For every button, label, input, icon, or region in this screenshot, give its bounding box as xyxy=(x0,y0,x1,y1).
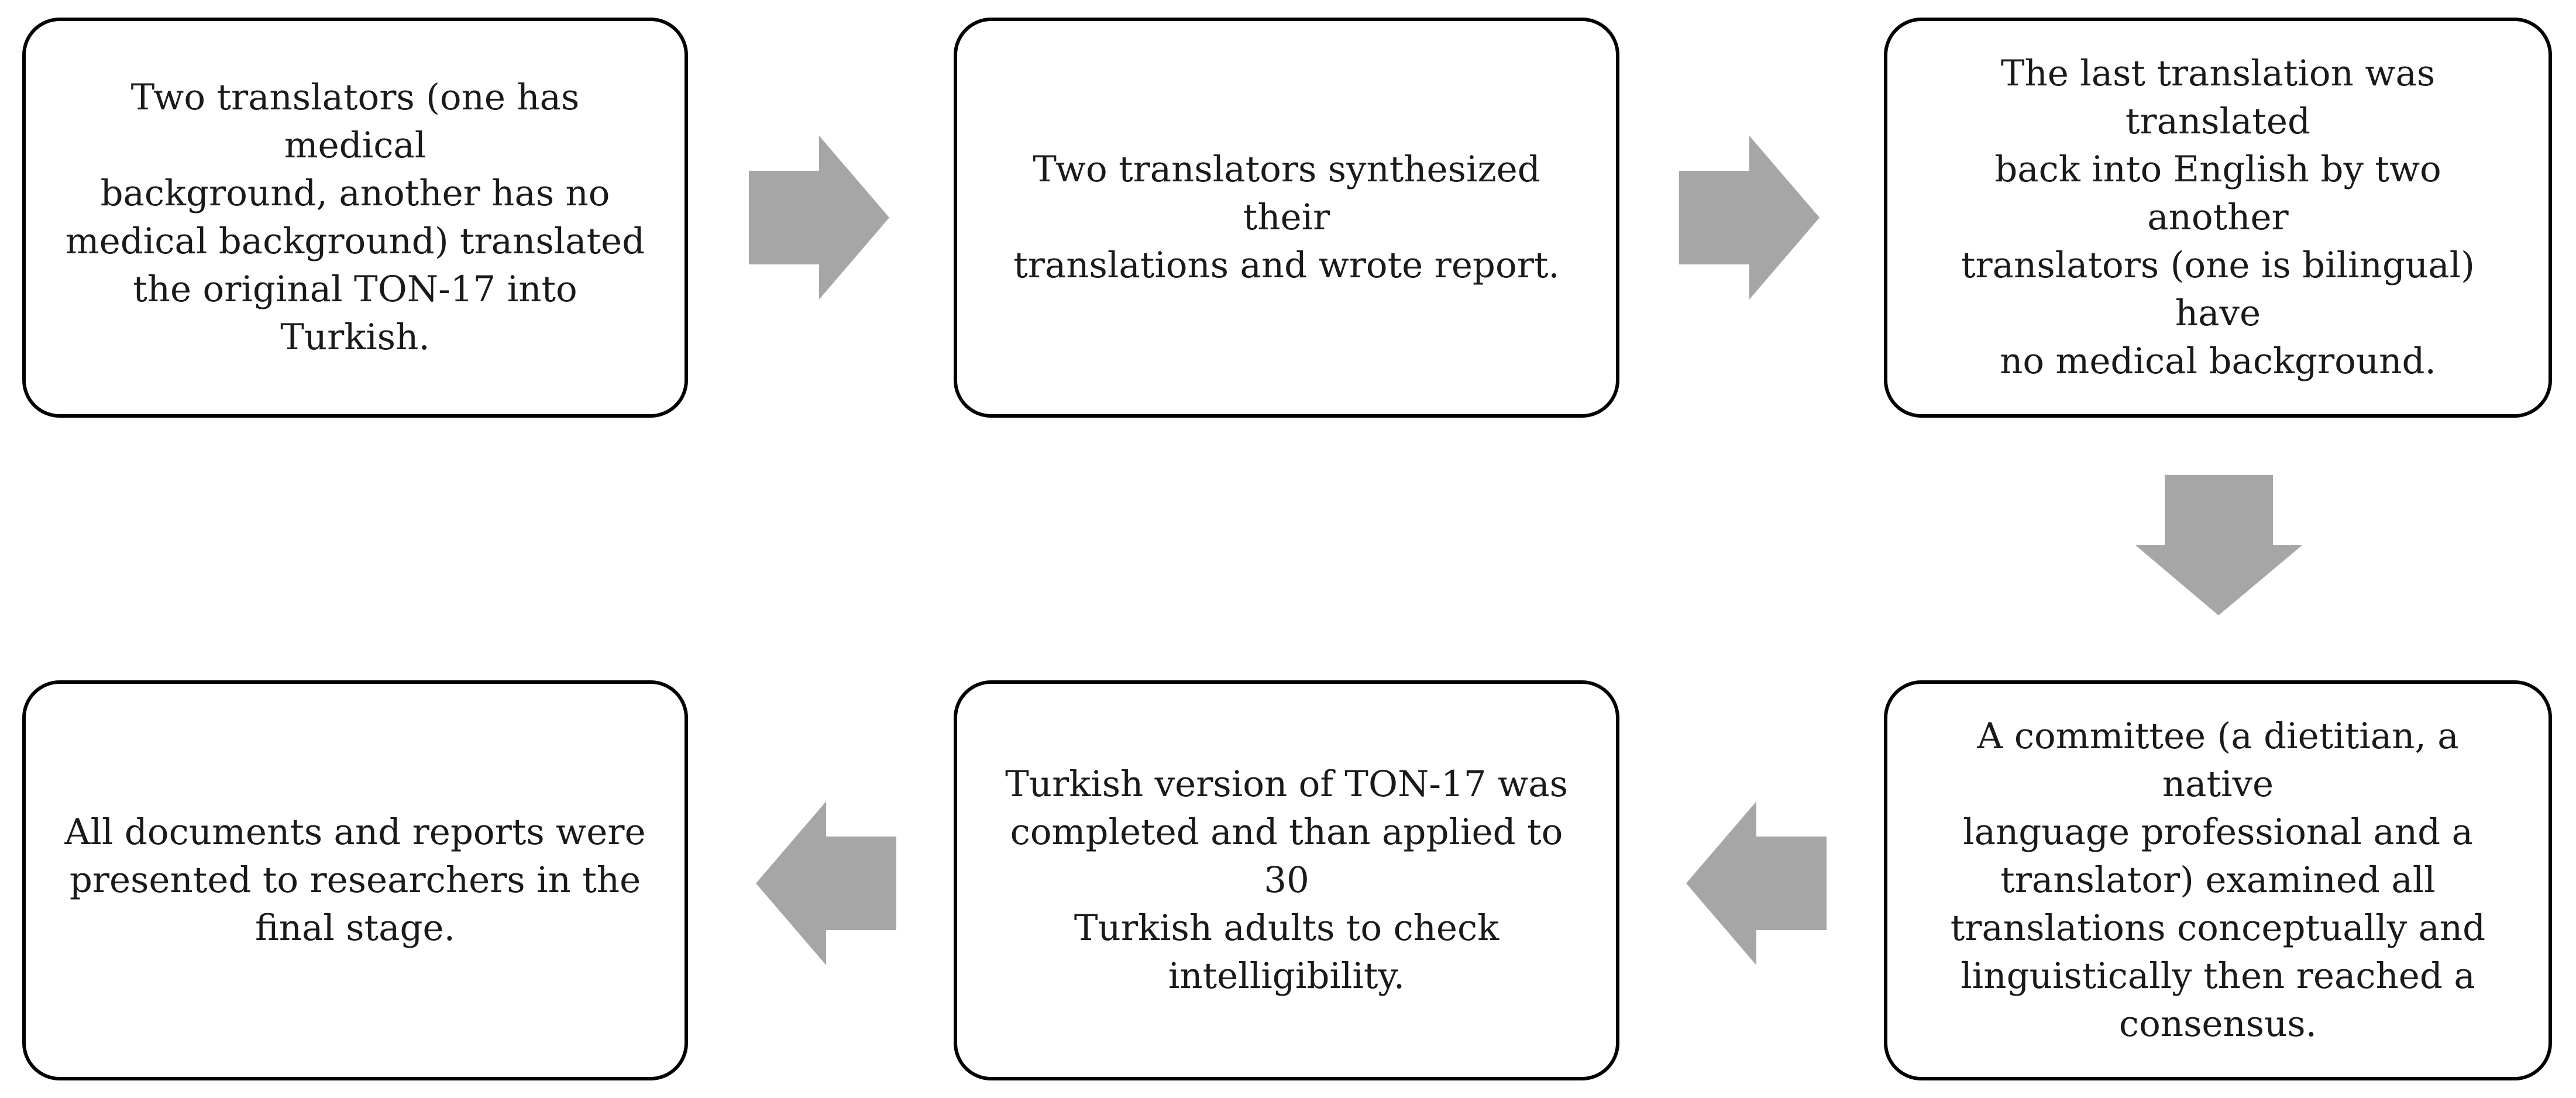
left-arrow-icon xyxy=(756,801,896,965)
step-5-box: Turkish version of TON-17 was completed … xyxy=(954,680,1619,1080)
step-2-text: Two translators synthesized their transl… xyxy=(1013,149,1560,286)
step-4-box: A committee (a dietitian, a native langu… xyxy=(1884,680,2552,1080)
right-arrow-icon xyxy=(749,136,889,300)
right-arrow-icon xyxy=(1679,136,1820,300)
step-3-box: The last translation was translated back… xyxy=(1884,18,2552,418)
step-1-text: Two translators (one has medical backgro… xyxy=(65,77,645,358)
step-3-text: The last translation was translated back… xyxy=(1961,53,2475,382)
step-4-text: A committee (a dietitian, a native langu… xyxy=(1950,715,2486,1045)
step-1-box: Two translators (one has medical backgro… xyxy=(22,18,688,418)
step-5-text: Turkish version of TON-17 was completed … xyxy=(1005,763,1568,997)
step-2-box: Two translators synthesized their transl… xyxy=(954,18,1619,418)
step-6-box: All documents and reports were presented… xyxy=(22,680,688,1080)
down-arrow-icon xyxy=(2135,475,2302,615)
left-arrow-icon xyxy=(1686,801,1827,965)
step-6-text: All documents and reports were presented… xyxy=(64,811,646,949)
